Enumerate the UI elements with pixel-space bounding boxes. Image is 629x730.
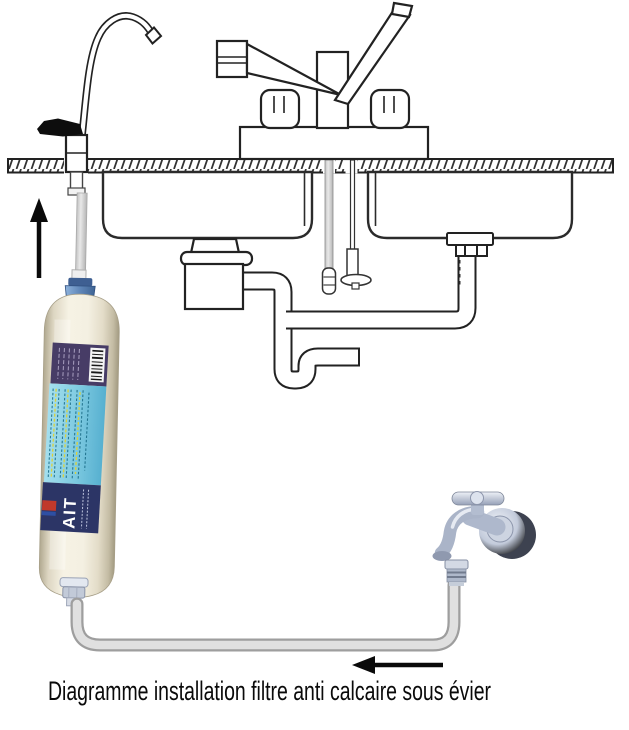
mixer-right-knob xyxy=(369,88,411,130)
filter-brand-text: AIT xyxy=(59,496,80,529)
right-drain-fitting xyxy=(446,232,494,257)
right-basin xyxy=(366,170,574,240)
mixer-spout xyxy=(245,42,342,97)
brand-logo-blue xyxy=(41,511,56,516)
diagram-caption: Diagramme installation filtre anti calca… xyxy=(47,676,491,706)
left-basin xyxy=(101,170,314,240)
gooseneck-spout xyxy=(78,12,156,137)
flexible-hose xyxy=(324,159,334,271)
flow-left-arrow xyxy=(352,656,443,674)
filter-inlet-fitting xyxy=(68,277,93,287)
mixer-left-knob xyxy=(259,88,301,130)
mixer-base-plate xyxy=(238,125,430,161)
mixer-lever-cap xyxy=(390,1,414,19)
hose-connector xyxy=(321,267,337,295)
filter-cartridge: AIT xyxy=(38,192,120,607)
filter-feed-tube xyxy=(70,578,461,652)
sink-basins xyxy=(101,170,574,240)
mixer-faucet xyxy=(215,1,430,161)
mixer-spout-head xyxy=(215,39,249,79)
drain-body xyxy=(183,262,245,311)
faucet-lever xyxy=(37,118,83,137)
tap-coupling xyxy=(444,559,469,586)
brand-logo-red xyxy=(41,500,57,511)
pop-up-rod xyxy=(349,159,356,251)
flow-arrows xyxy=(30,198,443,674)
wall-tap xyxy=(432,491,536,586)
flow-up-arrow xyxy=(30,198,48,278)
filter-label: AIT xyxy=(40,342,109,534)
rod-cylinder xyxy=(346,248,359,277)
tap-spout xyxy=(434,505,485,560)
spout-nozzle xyxy=(144,26,163,45)
drinking-water-faucet xyxy=(37,12,163,196)
filter-inlet-tube xyxy=(75,192,88,274)
tap-body xyxy=(461,508,506,536)
faucet-supply-lines xyxy=(321,159,372,295)
drain-pipes xyxy=(242,257,477,390)
left-drain-assembly xyxy=(179,237,254,311)
handle-hub xyxy=(470,491,484,505)
